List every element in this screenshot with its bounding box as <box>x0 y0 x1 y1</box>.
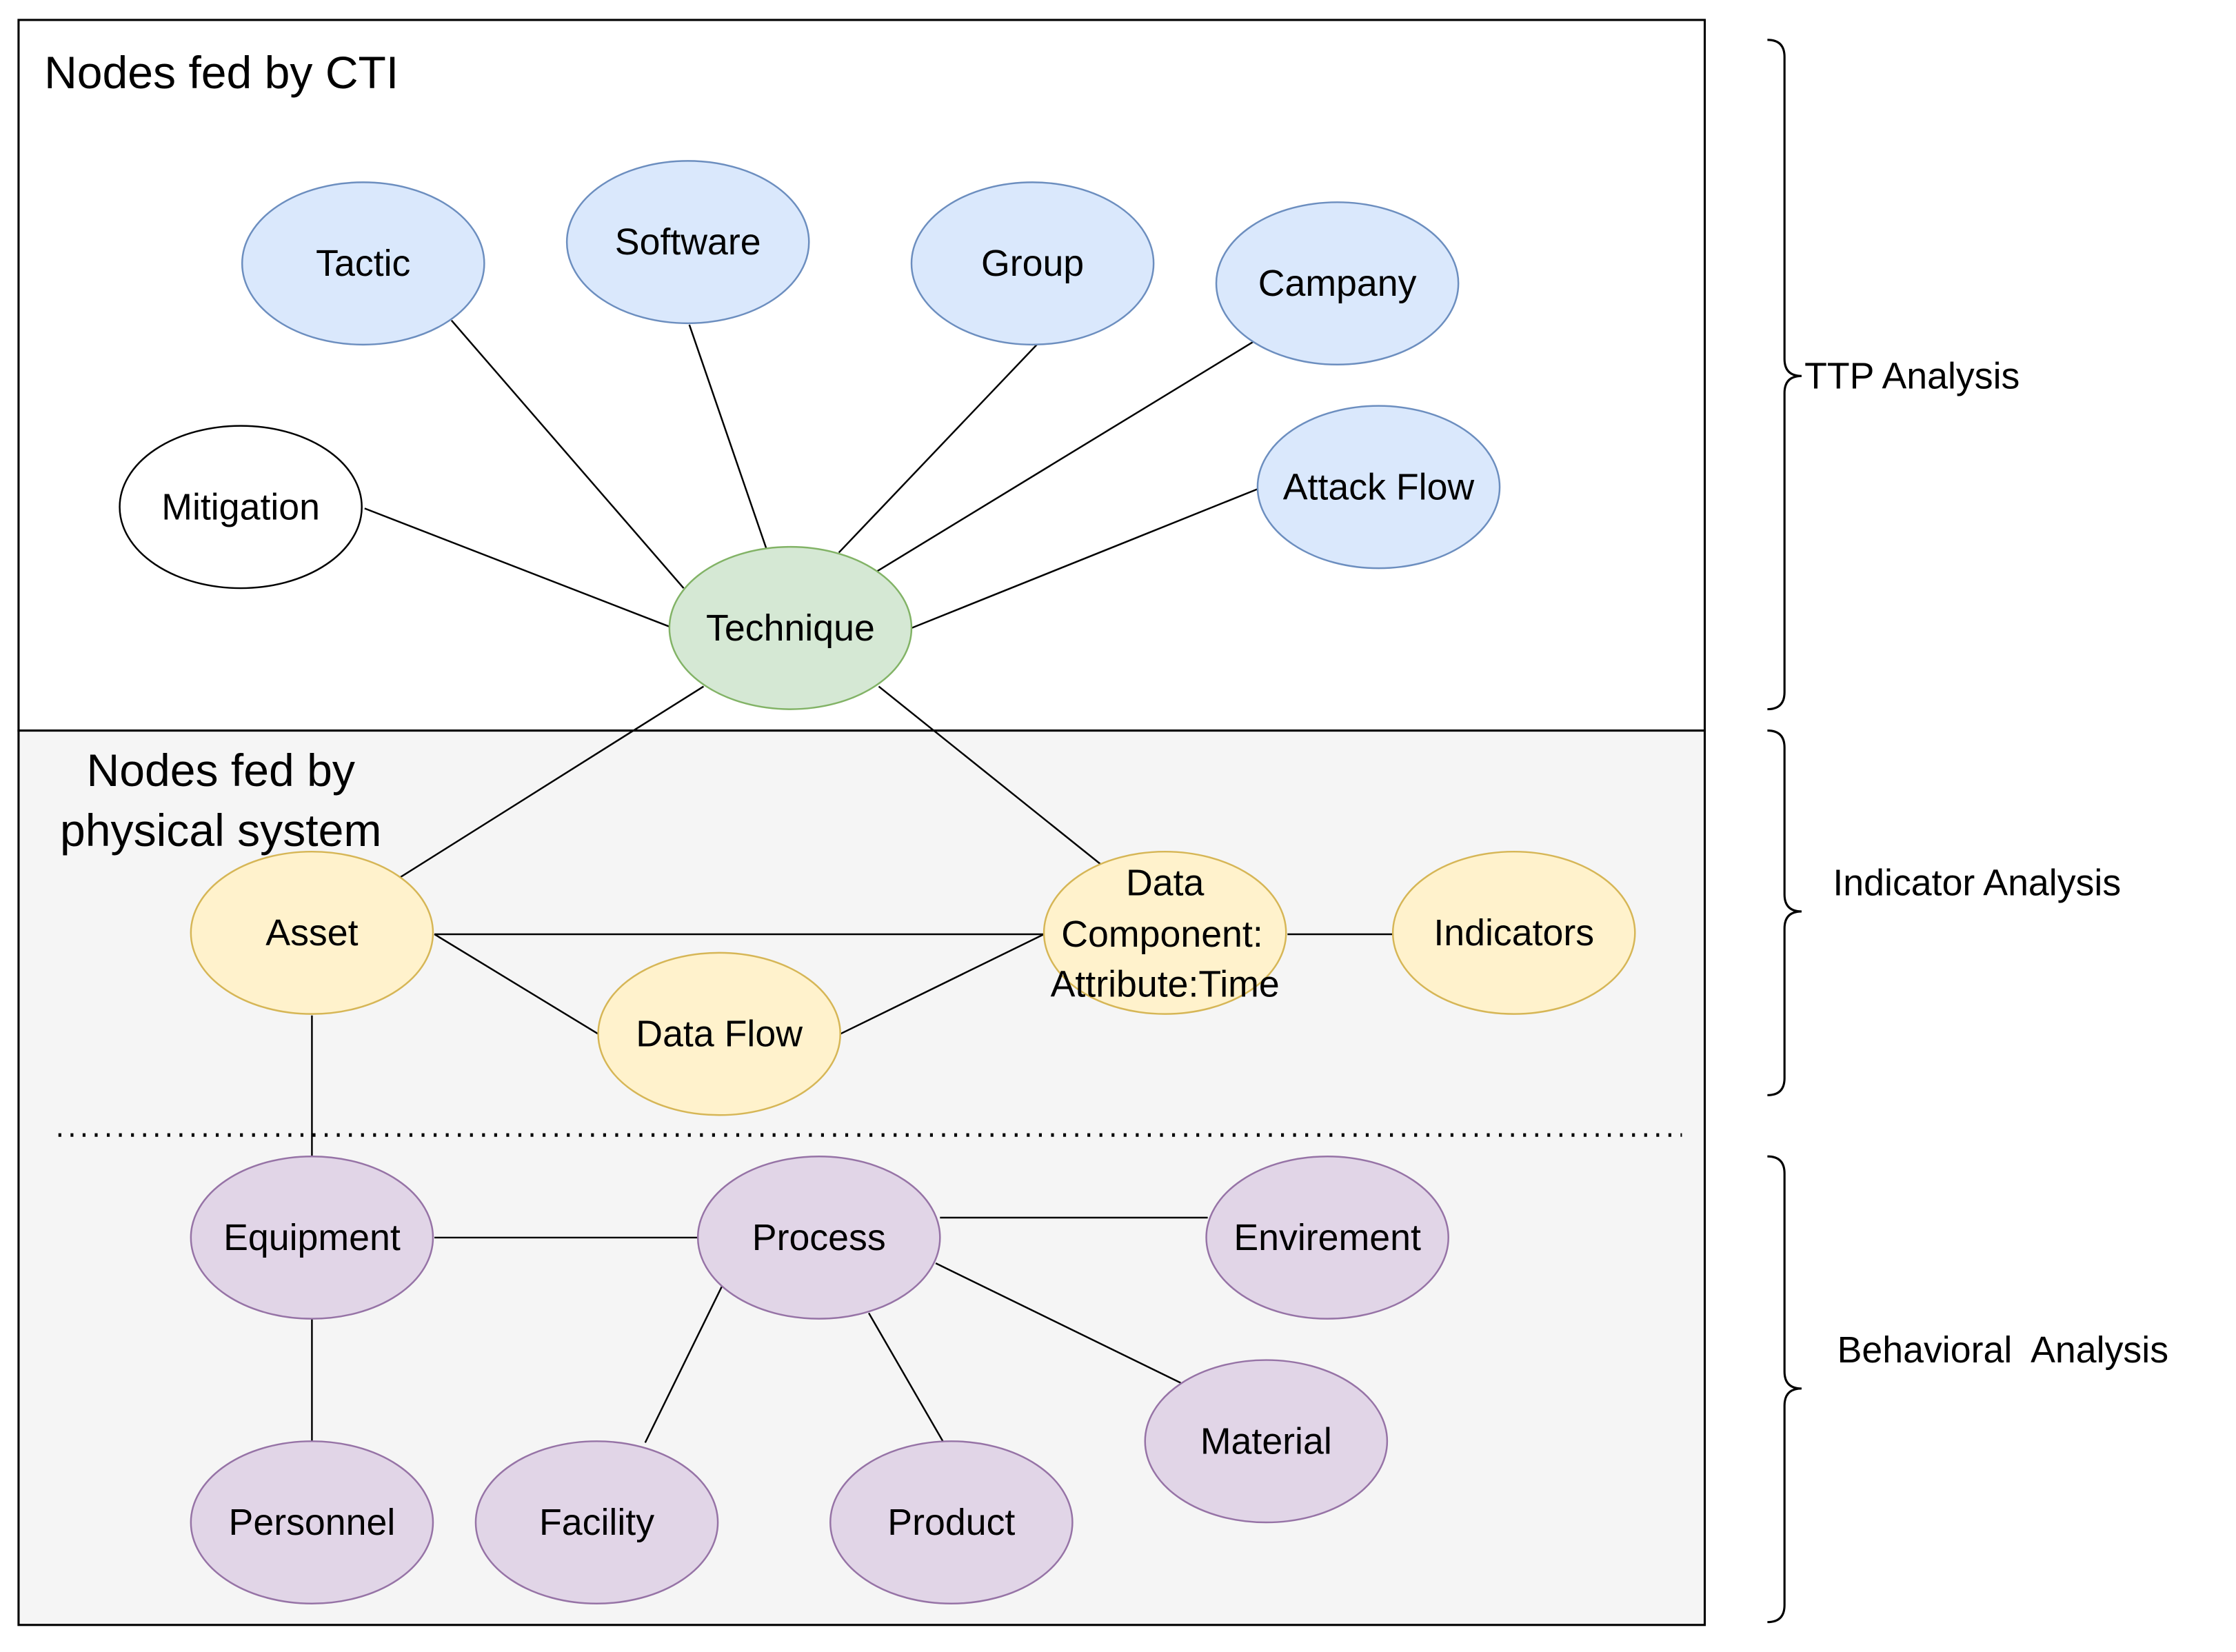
software-node[interactable]: Software <box>565 160 810 325</box>
equipment-label: Equipment <box>223 1217 401 1258</box>
edge-mitigation-technique <box>364 507 670 627</box>
asset-label: Asset <box>265 912 358 954</box>
data-component-label-line3: Attribute:Time <box>1051 963 1280 1005</box>
indicators-label: Indicators <box>1433 912 1594 954</box>
material-label: Material <box>1200 1420 1332 1462</box>
edge-asset-dataflow <box>434 933 599 1035</box>
envirement-node[interactable]: Envirement <box>1205 1155 1449 1320</box>
campany-node[interactable]: Campany <box>1215 201 1460 366</box>
edge-group-technique <box>838 344 1038 554</box>
attack-flow-node[interactable]: Attack Flow <box>1256 405 1501 570</box>
edge-process-material <box>935 1262 1181 1384</box>
edge-technique-datacomponent <box>878 685 1102 865</box>
facility-label: Facility <box>539 1502 654 1543</box>
edge-process-facility <box>644 1285 723 1443</box>
edge-tactic-technique <box>450 319 685 589</box>
technique-label: Technique <box>706 607 875 649</box>
indicators-node[interactable]: Indicators <box>1391 850 1636 1015</box>
cti-section-title: Nodes fed by CTI <box>44 48 399 99</box>
mitigation-node[interactable]: Mitigation <box>119 425 363 590</box>
tactic-label: Tactic <box>316 243 410 284</box>
process-label: Process <box>752 1217 886 1258</box>
envirement-label: Envirement <box>1233 1217 1421 1258</box>
mitigation-label: Mitigation <box>161 486 320 527</box>
data-component-label-line1: Data <box>1126 863 1205 904</box>
ttp-bracket <box>1767 39 1802 711</box>
personnel-label: Personnel <box>229 1502 396 1543</box>
data-flow-label: Data Flow <box>636 1014 803 1055</box>
indicator-analysis-label: Indicator Analysis <box>1833 863 2121 904</box>
behavioral-bracket <box>1767 1155 1802 1624</box>
edge-attackflow-technique <box>911 487 1260 629</box>
personnel-node[interactable]: Personnel <box>190 1440 434 1605</box>
campany-label: Campany <box>1258 263 1417 304</box>
technique-node[interactable]: Technique <box>668 545 913 710</box>
tactic-node[interactable]: Tactic <box>241 181 485 346</box>
edge-dataflow-datacomponent <box>840 933 1045 1035</box>
brackets <box>1767 39 1802 1624</box>
asset-node[interactable]: Asset <box>190 850 434 1015</box>
data-flow-node[interactable]: Data Flow <box>597 951 841 1116</box>
indicator-bracket <box>1767 729 1802 1096</box>
ttp-analysis-label: TTP Analysis <box>1804 355 2020 396</box>
group-node[interactable]: Group <box>910 181 1155 346</box>
physical-section-title-line2: physical system <box>60 805 381 856</box>
facility-node[interactable]: Facility <box>474 1440 719 1605</box>
edge-technique-asset <box>399 685 705 878</box>
equipment-node[interactable]: Equipment <box>190 1155 434 1320</box>
data-component-node[interactable]: Data Component: Attribute:Time <box>1043 850 1287 1015</box>
group-label: Group <box>981 243 1084 284</box>
product-label: Product <box>887 1502 1015 1543</box>
edge-process-product <box>867 1312 944 1442</box>
process-node[interactable]: Process <box>696 1155 941 1320</box>
edge-campany-technique <box>876 341 1254 572</box>
behavioral-analysis-label: Behavioral Analysis <box>1837 1329 2168 1371</box>
physical-section-title-line1: Nodes fed by <box>87 745 355 796</box>
product-node[interactable]: Product <box>829 1440 1074 1605</box>
software-label: Software <box>615 221 761 263</box>
material-node[interactable]: Material <box>1144 1359 1389 1524</box>
data-component-label-line2: Component: <box>1061 914 1262 955</box>
edge-software-technique <box>688 324 767 549</box>
edges <box>311 319 1393 1443</box>
attack-flow-label: Attack Flow <box>1283 466 1475 507</box>
